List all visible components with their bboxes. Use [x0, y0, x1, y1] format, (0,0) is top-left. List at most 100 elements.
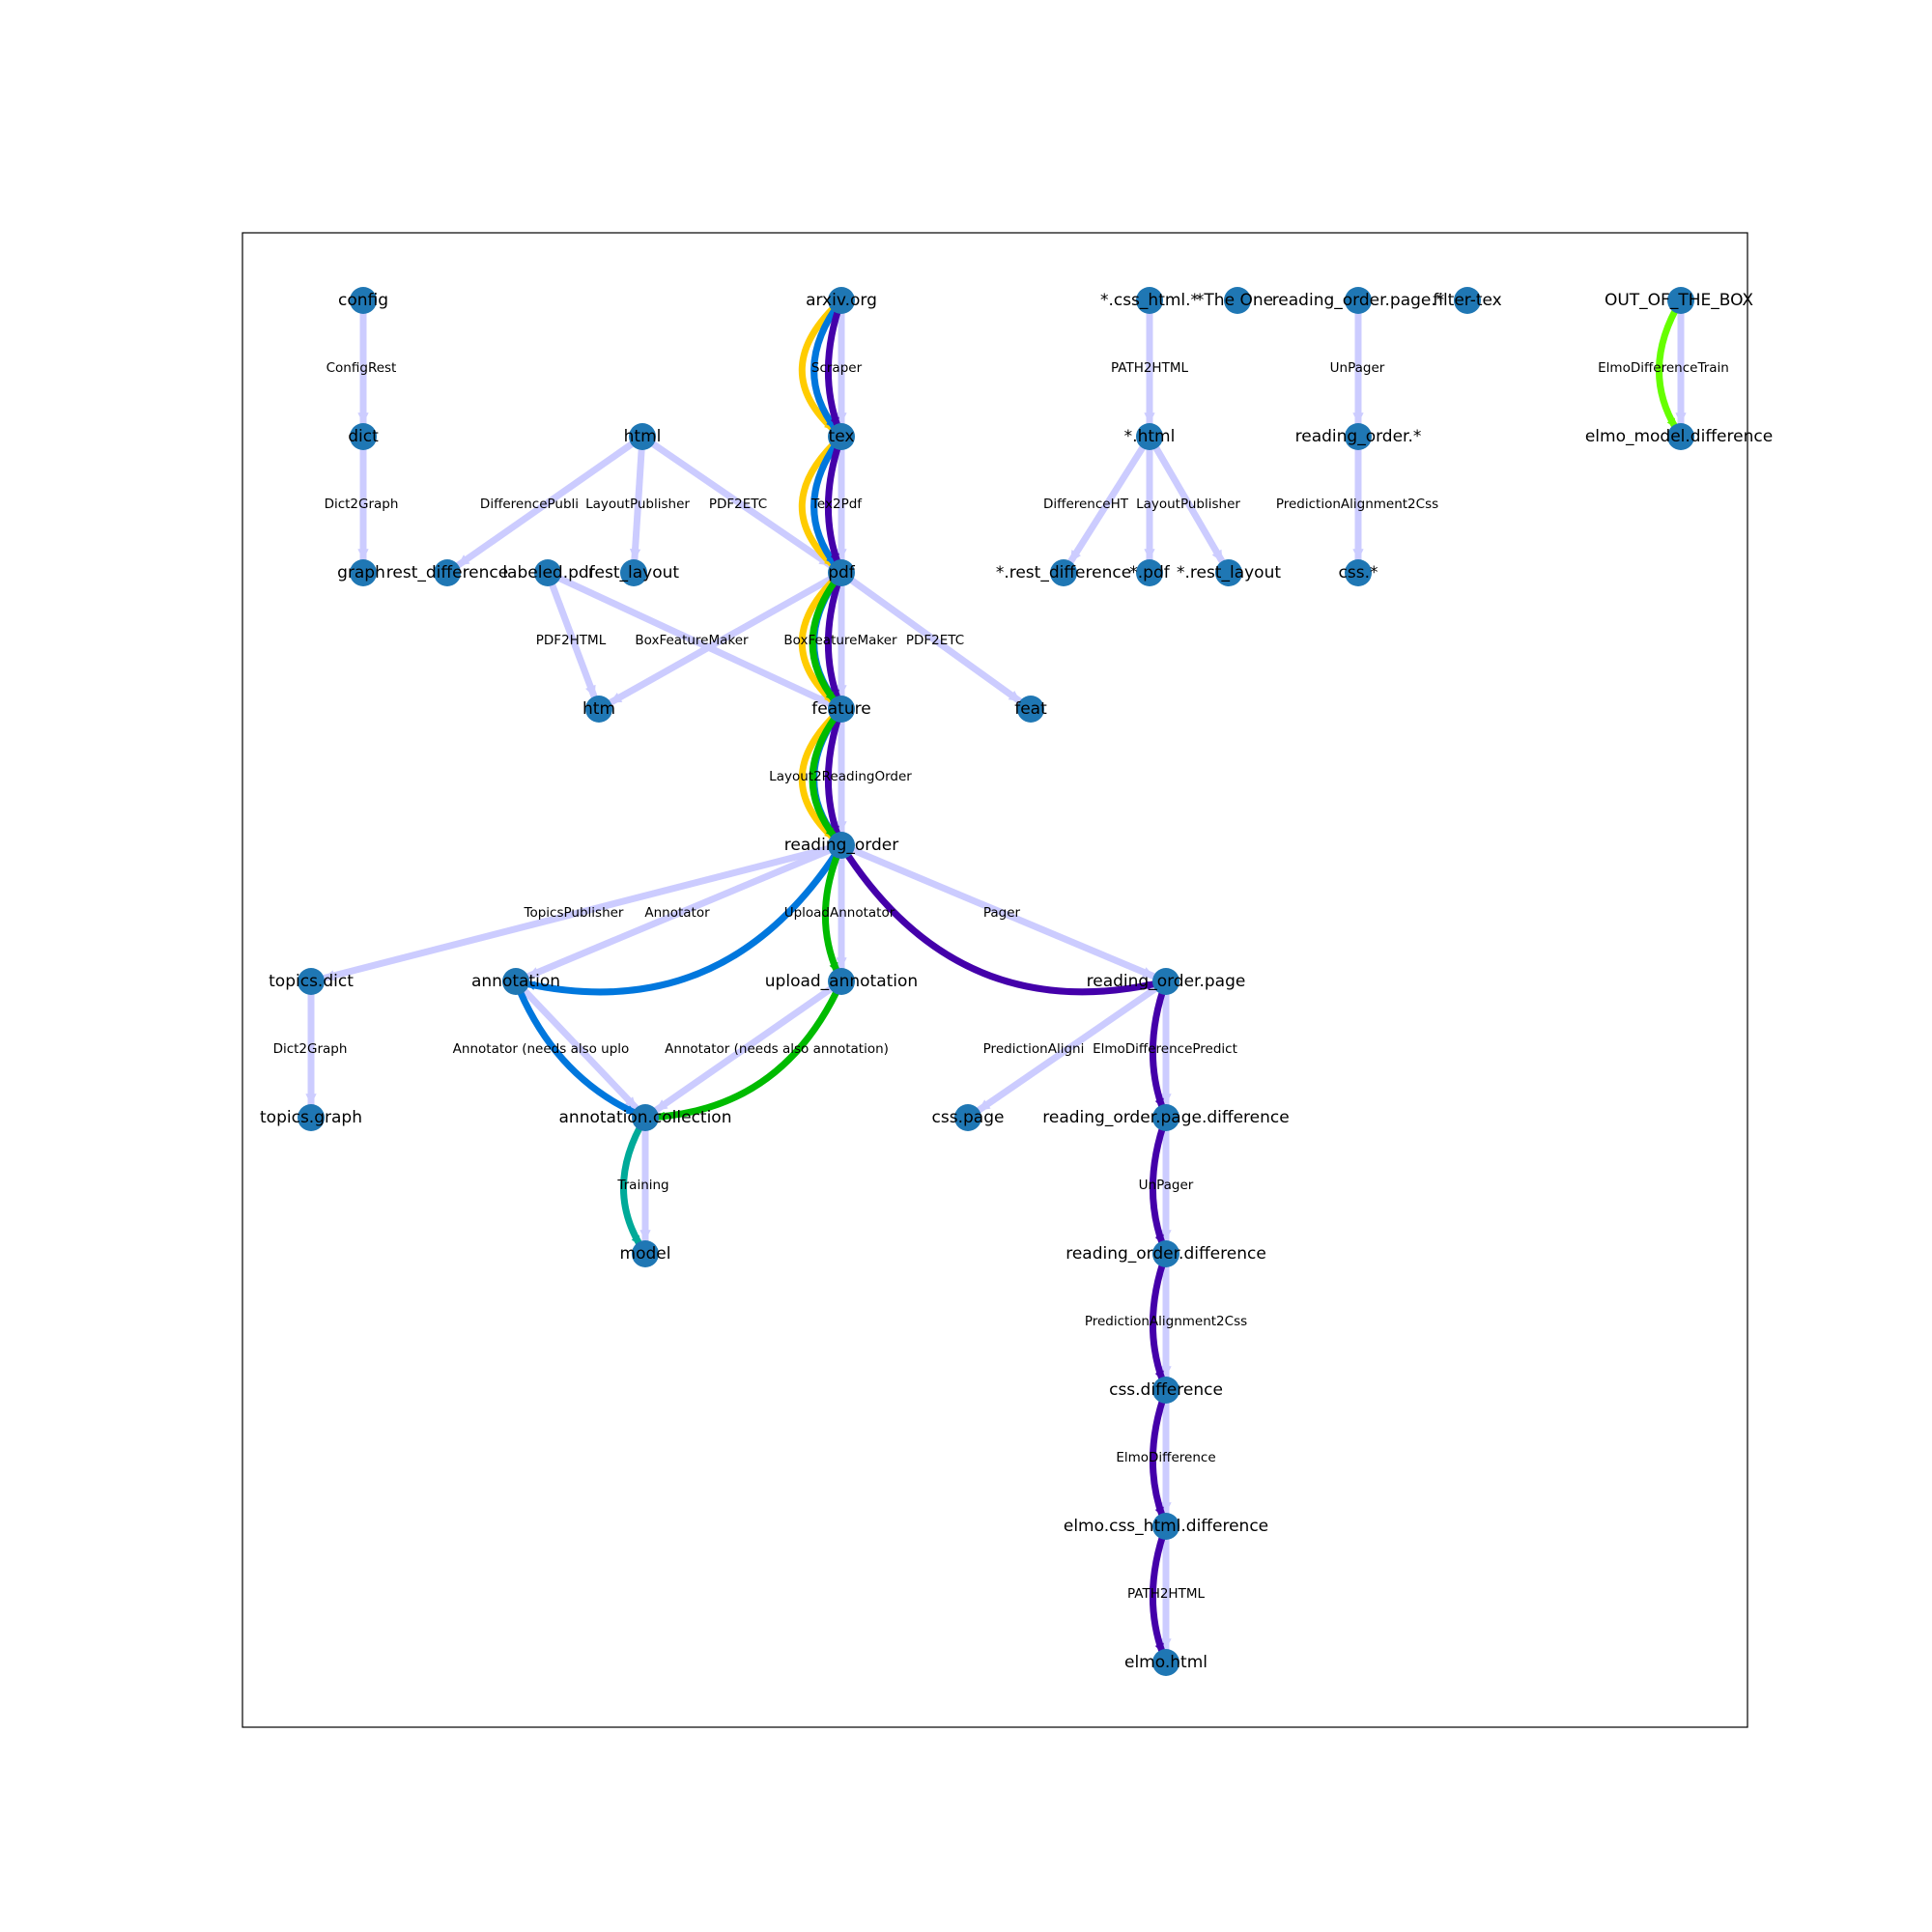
edge-arrow-css_html_star-to-star_html	[1144, 412, 1155, 424]
path-0-edge-arxiv-to-tex	[798, 297, 845, 434]
edge-arrow-ro_page_diff-to-ro_diff	[1160, 1230, 1172, 1241]
node-star_rest_difference	[1050, 559, 1077, 586]
path-2-edge-reading_order-to-ro_page	[838, 841, 1160, 996]
edge-arrow-html-to-rest_difference	[457, 554, 470, 566]
node-dict	[350, 423, 377, 450]
node-model	[632, 1240, 659, 1267]
node-label-feature: feature	[811, 699, 870, 719]
node-css_diff	[1152, 1377, 1179, 1404]
edge-ro_page-to-css_page	[976, 979, 1168, 1114]
node-label-graph: graph	[337, 563, 385, 582]
edge-arrow-ootb-to-elmo_model_diff	[1675, 412, 1687, 424]
path-2-edge-tex-to-pdf	[824, 433, 845, 568]
edge-arrow-annotation-to-annotation_collection	[624, 1096, 638, 1109]
edge-pdf-to-feat	[838, 570, 1023, 705]
path-5-edge-ootb-to-elmo_model_diff	[1655, 297, 1685, 432]
node-reading_order	[828, 832, 855, 859]
node-label-ootb: OUT_OF_THE_BOX	[1605, 291, 1753, 310]
edge-label-upload-annotator: UploadAnnotator	[784, 905, 895, 921]
path-3-edge-pdf-to-feature	[809, 569, 845, 705]
path-3-edge-reading_order-to-upload_annotation	[821, 841, 845, 977]
node-label-htm: htm	[582, 699, 615, 719]
node-filter_tex	[1454, 287, 1481, 314]
edge-arrow-labeled_pdf-to-feature	[817, 694, 831, 704]
edge-label-annotator-needs-upload: Annotator (needs also uplo	[453, 1041, 630, 1057]
node-label-elmo_css_html_diff: elmo.css_html.difference	[1064, 1517, 1268, 1536]
node-label-filter_tex: filter-tex	[1433, 291, 1501, 310]
edge-label-pdf2html: PDF2HTML	[536, 633, 607, 648]
node-arxiv	[828, 287, 855, 314]
path-3-edge-upload_annotation-to-annotation_collection	[651, 978, 845, 1121]
edge-label-pager: Pager	[983, 905, 1021, 921]
node-label-star_pdf: *.pdf	[1129, 563, 1170, 582]
edge-arrow-ro_page-to-css_page	[978, 1099, 991, 1111]
nodes	[298, 287, 1694, 1676]
edge-arrow-elmo_css_html_diff-to-elmo_html	[1160, 1638, 1172, 1650]
edge-label-difference-ht: DifferenceHT	[1043, 497, 1129, 512]
node-label-css_star: css.*	[1339, 563, 1378, 582]
edge-reading_order-to-annotation	[526, 841, 843, 980]
edge-arrow-ro_page_star-to-ro_star	[1352, 412, 1364, 424]
edge-label-training: Training	[616, 1178, 668, 1193]
node-label-ro_page_star: reading_order.page.*	[1272, 291, 1445, 310]
node-label-ro_page: reading_order.page	[1087, 972, 1246, 991]
node-css_page	[954, 1104, 981, 1131]
path-1-edge-annotation-to-annotation_collection	[512, 978, 640, 1118]
edge-label-dict2graph: Dict2Graph	[273, 1041, 348, 1057]
edge-star_html-to-star_rest_layout	[1146, 435, 1226, 564]
node-annotation	[502, 968, 529, 995]
node-label-upload_annotation: upload_annotation	[765, 972, 918, 991]
node-label-tex: tex	[829, 427, 855, 446]
path-0-edge-tex-to-pdf	[798, 433, 845, 570]
node-label-elmo_model_diff: elmo_model.difference	[1585, 427, 1773, 446]
edge-arrow-feature-to-reading_order	[836, 821, 847, 833]
node-ro_diff	[1152, 1240, 1179, 1267]
node-elmo_css_html_diff	[1152, 1513, 1179, 1540]
edge-labeled_pdf-to-feature	[546, 569, 832, 707]
node-label-dict: dict	[348, 427, 379, 446]
node-label-feat: feat	[1014, 699, 1047, 719]
edge-label-elmo-difference-train: ElmoDifferenceTrain	[1598, 360, 1729, 376]
edge-reading_order-to-topics_dict	[322, 841, 842, 982]
path-4-edge-annotation_collection-to-model	[619, 1114, 649, 1249]
edge-label-scraper: Scraper	[811, 360, 863, 376]
node-config	[350, 287, 377, 314]
node-ro_star	[1345, 423, 1372, 450]
path-2-edge-pdf-to-feature	[824, 569, 845, 704]
edge-label-prediction-alignment2css: PredictionAlignment2Css	[1085, 1314, 1247, 1329]
edge-html-to-pdf	[640, 434, 834, 569]
node-label-star_html: *.html	[1124, 427, 1176, 446]
edge-pdf-to-htm	[608, 569, 843, 706]
node-label-arxiv: arxiv.org	[806, 291, 877, 310]
node-label-config: config	[338, 291, 388, 310]
node-label-annotation: annotation	[471, 972, 560, 991]
edge-label-unpager: UnPager	[1139, 1178, 1194, 1193]
edge-label-prediction-align: PredictionAligni	[983, 1041, 1085, 1057]
node-label-html: html	[624, 427, 662, 446]
edge-arrow-labeled_pdf-to-htm	[585, 684, 596, 697]
edge-label-layout-publisher: LayoutPublisher	[1136, 497, 1240, 512]
node-css_html_star	[1136, 287, 1163, 314]
node-tex	[828, 423, 855, 450]
edge-label-path2html: PATH2HTML	[1111, 360, 1188, 376]
edge-label-pdf2etc: PDF2ETC	[709, 497, 767, 512]
edge-arrow-annotation_collection-to-model	[639, 1230, 651, 1241]
edge-arrow-star_html-to-star_rest_difference	[1069, 550, 1081, 563]
node-label-pdf: pdf	[828, 563, 856, 582]
node-topics_dict	[298, 968, 325, 995]
node-the_one	[1224, 287, 1251, 314]
edge-label-unpager: UnPager	[1330, 360, 1385, 376]
base-edges	[305, 300, 1687, 1650]
node-pdf	[828, 559, 855, 586]
path-2-edge-arxiv-to-tex	[824, 297, 845, 432]
edge-label-annotator: Annotator	[644, 905, 710, 921]
edge-label-pdf2etc: PDF2ETC	[906, 633, 964, 648]
node-label-elmo_html: elmo.html	[1124, 1653, 1208, 1672]
node-css_star	[1345, 559, 1372, 586]
edge-arrow-pdf-to-htm	[610, 692, 623, 703]
node-label-rest_difference: rest_difference	[386, 563, 508, 582]
node-htm	[585, 696, 612, 723]
edge-arrow-ro_page-to-ro_page_diff	[1160, 1094, 1172, 1105]
node-label-model: model	[620, 1244, 671, 1264]
